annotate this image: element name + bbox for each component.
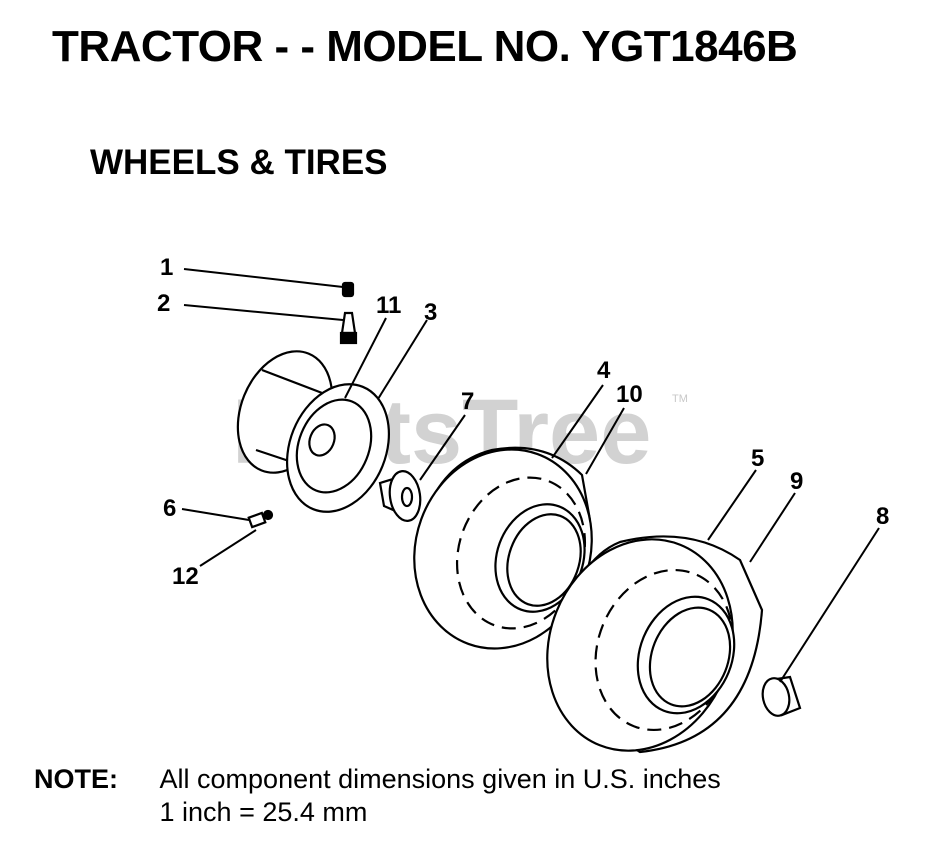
grease-fitting [247,509,274,529]
axle-cap [761,675,802,717]
callout-12: 12 [172,563,199,590]
valve-cap [341,281,355,298]
leader-lines [181,268,880,683]
note-line-2: 1 inch = 25.4 mm [159,797,368,827]
callout-7: 7 [461,388,474,415]
callout-11: 11 [376,292,401,319]
note-line-1: All component dimensions given in U.S. i… [159,764,721,794]
tire-front [413,446,593,650]
callout-5: 5 [751,445,764,472]
bushing [378,470,422,522]
callout-8: 8 [876,503,889,530]
section-title: WHEELS & TIRES [90,143,388,182]
callout-10: 10 [616,381,643,408]
callout-6: 6 [163,495,176,522]
callout-3: 3 [424,299,437,326]
note-text: All component dimensions given in U.S. i… [160,763,721,829]
wheel-rim [236,350,391,513]
watermark-tm: TM [672,393,688,405]
valve-stem [339,311,358,345]
callout-9: 9 [790,468,803,495]
diagram-title: TRACTOR - - MODEL NO. YGT1846B [52,22,798,71]
callout-4: 4 [597,357,611,384]
note: NOTE: All component dimensions given in … [34,763,721,829]
callout-1: 1 [160,254,173,281]
callout-2: 2 [157,290,170,317]
note-label: NOTE: [34,764,118,794]
tire-rear [546,535,764,754]
